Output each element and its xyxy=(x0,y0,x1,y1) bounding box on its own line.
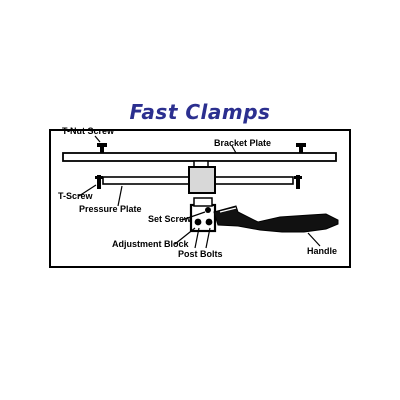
upper-block xyxy=(188,166,216,194)
diagram-title: Fast Clamps xyxy=(129,100,271,124)
t-screw-left xyxy=(95,175,103,189)
leader-lines xyxy=(78,135,321,249)
handle xyxy=(213,205,339,233)
adjustment-block xyxy=(189,197,217,233)
diagram-frame xyxy=(49,129,351,268)
t-nut-screw-right xyxy=(296,143,306,153)
label-bracket-plate: Bracket Plate xyxy=(214,138,271,148)
t-screw-right xyxy=(294,175,302,189)
t-nut-screw-left xyxy=(97,143,107,153)
label-pressure-plate: Pressure Plate xyxy=(79,204,142,214)
label-t-nut-screw: T-Nut Screw xyxy=(62,126,115,136)
label-set-screw: Set Screw xyxy=(148,214,192,224)
label-t-screw: T-Screw xyxy=(58,191,94,201)
label-adjustment-block: Adjustment Block xyxy=(112,239,190,249)
set-screw xyxy=(205,207,211,213)
post-bolts xyxy=(194,218,213,226)
label-post-bolts: Post Bolts xyxy=(178,249,223,259)
label-handle: Handle xyxy=(307,246,337,256)
bracket-plate xyxy=(62,152,337,162)
